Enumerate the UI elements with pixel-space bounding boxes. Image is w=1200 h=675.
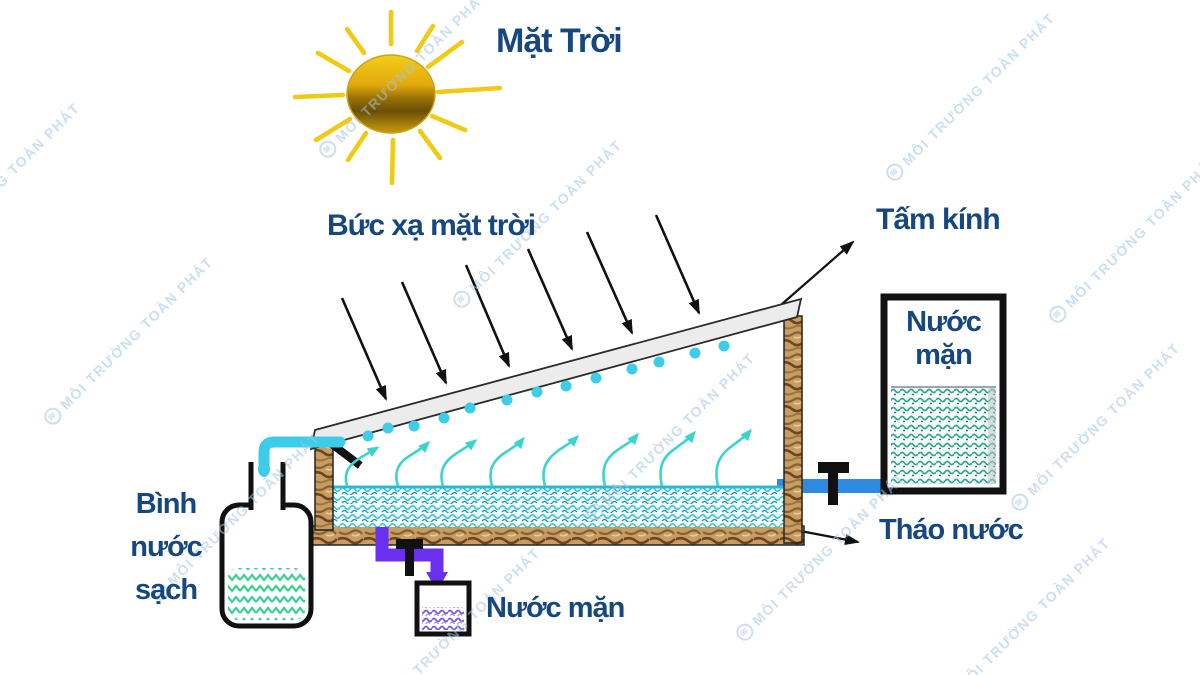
drain-label: Tháo nước: [879, 514, 1024, 546]
inlet-valve-icon: [818, 462, 849, 505]
salt-water-tank: [880, 293, 1007, 495]
vapor-arrow: [602, 432, 639, 487]
sun-label: Mặt Trời: [496, 22, 623, 60]
basin-water: [333, 486, 784, 527]
vapor-arrow: [715, 428, 752, 487]
basin-left-wall: [314, 443, 334, 531]
sun-rays: [292, 9, 503, 186]
bottle-water: [228, 568, 305, 620]
radiation-arrow: [585, 231, 634, 335]
radiation-arrows: [340, 214, 701, 401]
sun-body: [346, 54, 436, 134]
vapor-arrow: [542, 434, 580, 487]
vapor-arrow: [440, 439, 478, 487]
glass-label: Tấm kính: [876, 203, 1001, 236]
salt-tank-label: Nước mặn: [884, 306, 1003, 372]
clean-bottle-label-line3: sạch: [134, 574, 198, 606]
vapor-arrows: [344, 428, 752, 487]
brine-label: Nước mặn: [486, 592, 625, 624]
condensate-pipe: [258, 436, 346, 477]
salt-tank-label-line1: Nước: [906, 306, 982, 338]
clean-water-bottle: [219, 460, 314, 629]
clean-bottle-label-line1: Bình: [135, 488, 197, 520]
condensate-gutter: [327, 439, 363, 469]
condensate-droplets: [362, 340, 730, 442]
clean-bottle-label: Bình nước sạch: [111, 483, 221, 612]
radiation-label: Bức xạ mặt trời: [327, 209, 536, 242]
vapor-arrow: [659, 430, 696, 487]
vapor-arrow: [344, 446, 380, 487]
radiation-arrow: [340, 297, 388, 401]
basin: [306, 315, 805, 637]
radiation-arrow: [464, 264, 511, 368]
salt-tank-label-line2: mặn: [915, 339, 973, 371]
basin-right-wall: [783, 315, 803, 544]
brine-container: [414, 580, 472, 637]
radiation-arrow: [654, 214, 701, 315]
sun: [292, 9, 503, 186]
radiation-arrow: [526, 248, 574, 351]
radiation-arrow: [400, 281, 448, 385]
clean-bottle-label-line2: nước: [130, 531, 202, 563]
vapor-arrow: [489, 436, 525, 487]
drain-valve-icon: [396, 539, 423, 576]
glass-panel: [309, 297, 803, 451]
vapor-arrow: [395, 440, 431, 487]
water-drip: [258, 461, 270, 477]
